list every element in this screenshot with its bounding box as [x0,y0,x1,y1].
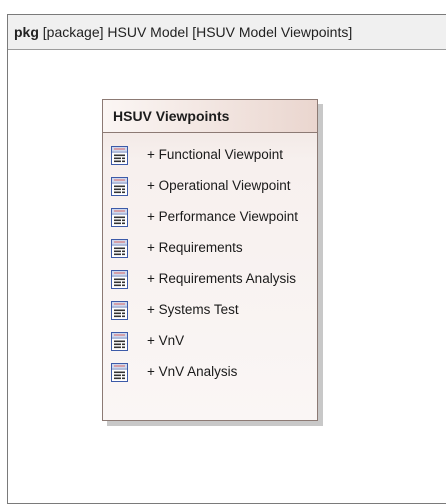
viewpoint-icon [111,270,128,289]
diagram-frame-title: pkg [package] HSUV Model [HSUV Model Vie… [8,15,358,50]
viewpoint-icon [111,301,128,320]
package-item[interactable]: + Requirements Analysis [109,269,314,291]
diagram-kind-label: pkg [14,24,39,40]
package-item[interactable]: + Performance Viewpoint [109,207,314,229]
package-item-label: + VnV Analysis [147,364,238,379]
diagram-title-text: [package] HSUV Model [HSUV Model Viewpoi… [42,24,353,40]
package-item-label: + VnV [147,333,185,348]
package-item[interactable]: + Operational Viewpoint [109,176,314,198]
package-item-label: + Performance Viewpoint [147,209,298,224]
package-item[interactable]: + Functional Viewpoint [109,145,314,167]
package-item-label: + Functional Viewpoint [147,147,283,162]
diagram-frame-header: pkg [package] HSUV Model [HSUV Model Vie… [8,15,446,50]
package-name: HSUV Viewpoints [113,108,230,124]
viewpoint-icon [111,363,128,382]
package-item-label: + Requirements [147,240,243,255]
package-item[interactable]: + VnV [109,331,314,353]
viewpoint-icon [111,332,128,351]
viewpoint-icon [111,146,128,165]
package-item-label: + Requirements Analysis [147,271,296,286]
package-item[interactable]: + Systems Test [109,300,314,322]
package-item-label: + Operational Viewpoint [147,178,291,193]
viewpoint-icon [111,208,128,227]
package-element[interactable]: HSUV Viewpoints + Functional Viewpoint + … [102,99,318,421]
package-name-bar: HSUV Viewpoints [103,100,317,133]
package-item[interactable]: + Requirements [109,238,314,260]
viewpoint-icon [111,177,128,196]
package-item[interactable]: + VnV Analysis [109,362,314,384]
package-item-label: + Systems Test [147,302,239,317]
viewpoint-icon [111,239,128,258]
